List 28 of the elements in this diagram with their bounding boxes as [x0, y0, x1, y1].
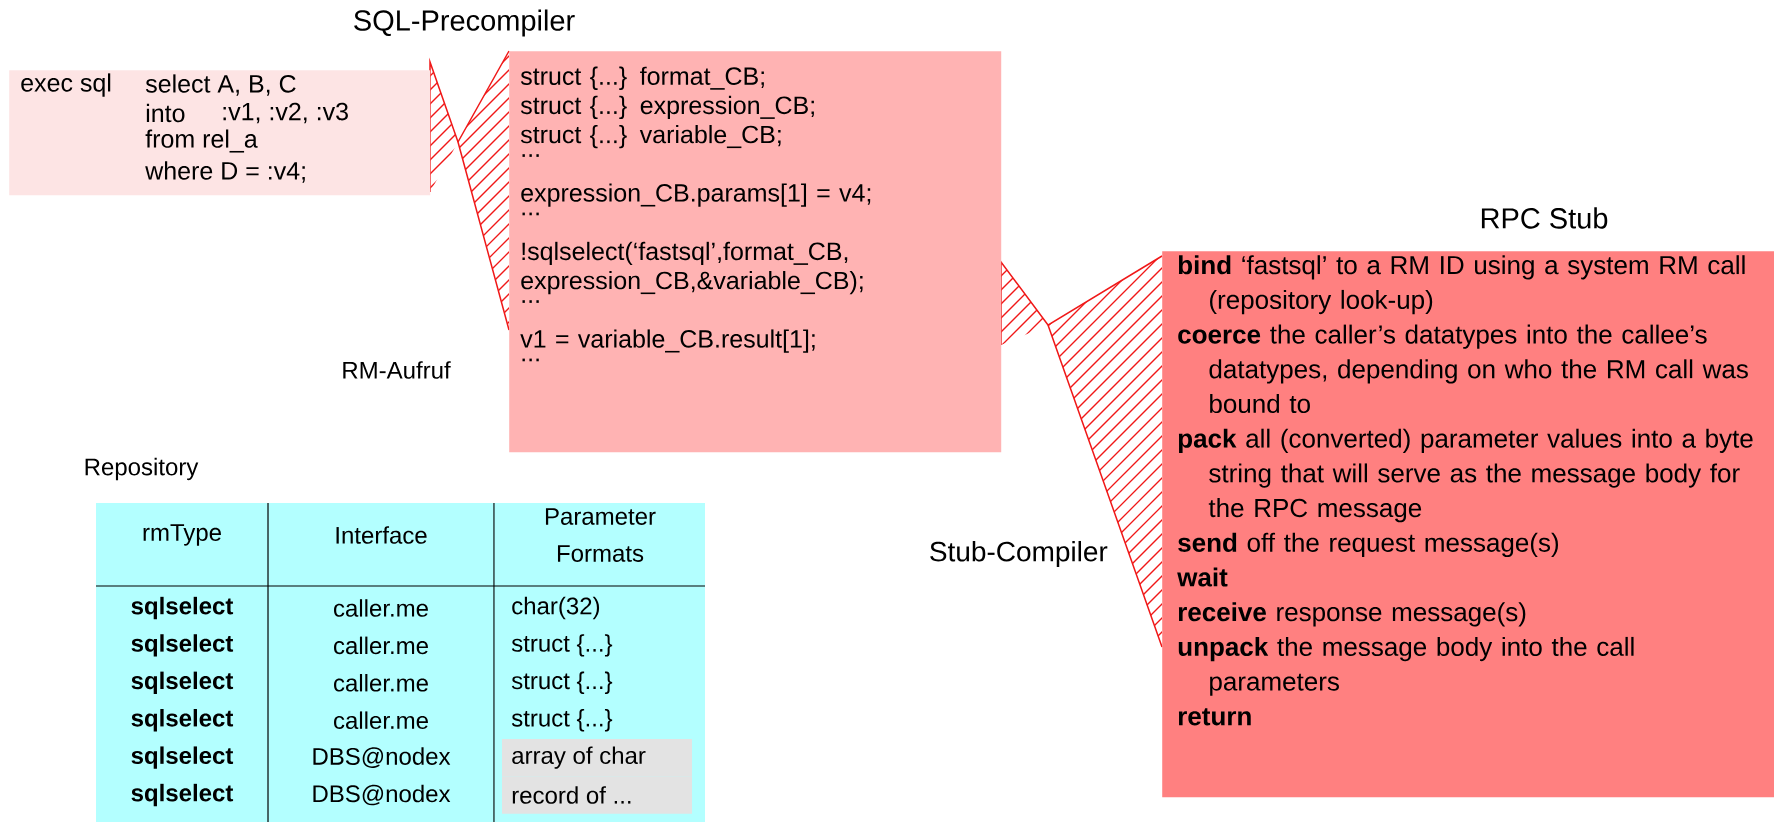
table-cell: caller.me — [334, 711, 428, 729]
table-cell: DBS@nodex — [313, 784, 451, 806]
column-header: Parameter Formats — [545, 508, 656, 562]
heading: SQL-Precompiler — [354, 9, 575, 37]
table-cell: sqlselect — [131, 671, 234, 694]
table-cell: struct {...} — [511, 671, 613, 694]
label: Stub-Compiler — [930, 540, 1108, 568]
table-cell: caller.me — [334, 599, 428, 617]
table-cell: sqlselect — [131, 709, 234, 732]
table-cell: sqlselect — [131, 783, 234, 807]
table-cell: caller.me — [334, 674, 428, 692]
column-header: Interface — [336, 526, 427, 544]
table-cell: sqlselect — [131, 634, 234, 657]
table-cell: record of ... — [502, 776, 692, 814]
table-cell: sqlselect — [131, 596, 234, 620]
table-cell: caller.me — [334, 636, 428, 655]
table-cell: sqlselect — [131, 746, 234, 769]
code-box: struct {...} format_CB; struct {...} expression_CB; struct {...} variable_CB; ... expression_CB.params[1] = v4; ... !sqlselect(‘fastsql’,format_CB, expression_CB,&variable_CB); ... v1 = variable_CB.result[1]; ... — [509, 51, 1002, 453]
table-cell: DBS@nodex — [313, 747, 451, 768]
table-cell: array of char — [502, 738, 692, 777]
column-header: rmType — [143, 524, 221, 546]
table-cell: struct {...} — [511, 634, 613, 657]
table-cell: char(32) — [512, 596, 600, 620]
label: RM-Aufruf — [343, 361, 451, 379]
code-box: exec sql select A, B, C into :v1, :v2, :v3 from rel_a where D = :v4; — [9, 70, 431, 196]
heading: Repository — [85, 457, 199, 481]
table-cell: struct {...} — [511, 709, 613, 732]
code-box: bind ‘fastsql’ to a RM ID using a system RM call (repository look-up) coerce the caller’s datatypes into the callee’s datatypes, depending on who the RM call was bound to pack all (converted) parameter values into a byte string that will serve as the message body for the RPC message send off the request message(s) wait receive response message(s) unpack the message body into the call parameters return — [1162, 251, 1774, 798]
